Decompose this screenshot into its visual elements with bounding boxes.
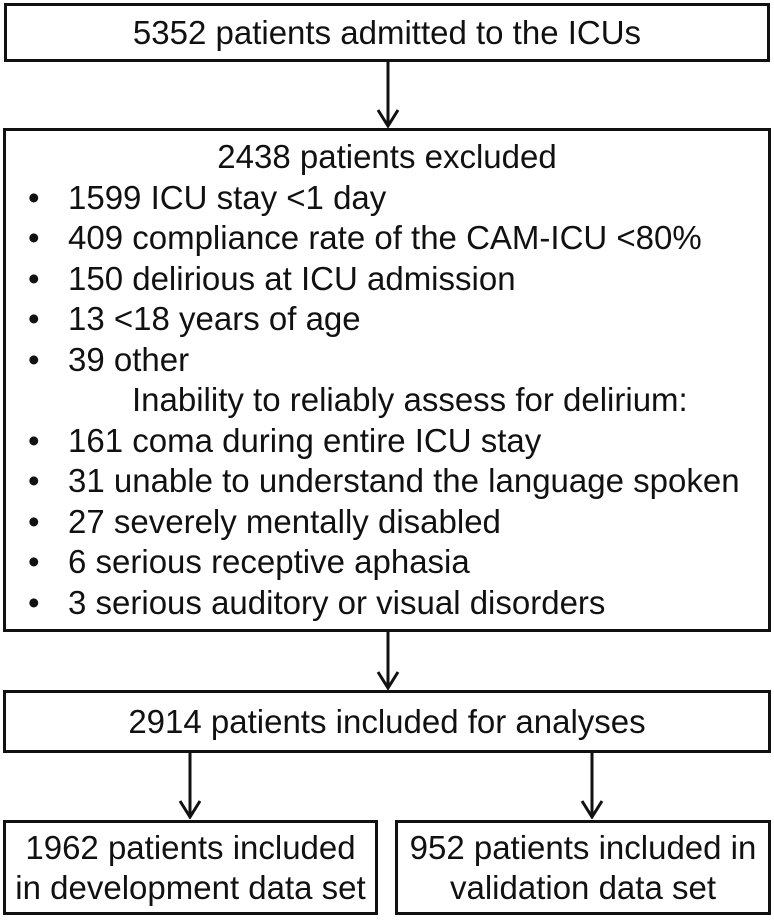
exclusion-bullet-row: • 39 other xyxy=(6,340,768,381)
validation-text-line2: validation data set xyxy=(449,868,716,906)
exclusion-item-text: 409 compliance rate of the CAM-ICU <80% xyxy=(68,219,702,256)
bullet-icon: • xyxy=(28,300,40,337)
exclusion-item-text: 27 severely mentally disabled xyxy=(68,502,501,540)
validation-text-line1: 952 patients included in xyxy=(409,828,757,866)
flow-box-admitted: 5352 patients admitted to the ICUs xyxy=(4,3,770,62)
bullet-icon: • xyxy=(28,462,40,499)
exclusion-subheading: Inability to reliably assess for deliriu… xyxy=(6,380,768,421)
exclusion-item-text: 6 serious receptive aphasia xyxy=(68,543,470,580)
flow-box-excluded: 2438 patients excluded • 1599 ICU stay <1… xyxy=(3,128,771,632)
exclusion-bullet-row: • 150 delirious at ICU admission xyxy=(6,259,768,300)
exclusion-bullet-row: • 409 compliance rate of the CAM-ICU <80% xyxy=(6,218,768,259)
bullet-icon: • xyxy=(28,259,40,297)
bullet-icon: • xyxy=(28,340,40,378)
admitted-text: 5352 patients admitted to the ICUs xyxy=(132,13,642,51)
exclusion-item-text: 31 unable to understand the language spo… xyxy=(68,462,740,499)
bullet-icon: • xyxy=(28,502,40,540)
exclusion-item-text: 3 serious auditory or visual disorders xyxy=(68,583,606,621)
bullet-icon: • xyxy=(28,421,40,459)
exclusion-bullet-row: • 6 serious receptive aphasia xyxy=(6,542,768,583)
exclusion-item-text: 1599 ICU stay <1 day xyxy=(68,178,387,216)
arrow-down-icon xyxy=(177,753,203,819)
exclusion-item-text: 150 delirious at ICU admission xyxy=(68,259,516,297)
bullet-icon: • xyxy=(28,178,40,216)
included-text: 2914 patients included for analyses xyxy=(128,702,646,740)
exclusion-item-text: Inability to reliably assess for deliriu… xyxy=(132,381,688,418)
exclusion-bullet-row: • 31 unable to understand the language sp… xyxy=(6,461,768,502)
bullet-icon: • xyxy=(28,219,40,256)
exclusion-bullet-row: • 1599 ICU stay <1 day xyxy=(6,178,768,219)
development-text-line1: 1962 patients included xyxy=(25,828,356,866)
bullet-icon: • xyxy=(28,583,40,621)
exclusion-bullet-row: • 161 coma during entire ICU stay xyxy=(6,421,768,462)
arrow-down-icon xyxy=(579,753,605,819)
flow-box-included: 2914 patients included for analyses xyxy=(3,690,771,753)
exclusion-bullet-row: • 3 serious auditory or visual disorders xyxy=(6,583,768,624)
flow-box-validation: 952 patients included in validation data… xyxy=(395,820,771,915)
arrow-down-icon xyxy=(375,62,401,128)
development-text-line2: in development data set xyxy=(15,868,366,906)
exclusion-item-text: 161 coma during entire ICU stay xyxy=(68,421,542,459)
exclusion-bullet-row: • 13 <18 years of age xyxy=(6,299,768,340)
exclusion-list: • 1599 ICU stay <1 day • 409 compliance rat… xyxy=(6,178,768,624)
arrow-down-icon xyxy=(375,632,401,690)
excluded-title: 2438 patients excluded xyxy=(217,138,557,175)
exclusion-bullet-row: • 27 severely mentally disabled xyxy=(6,502,768,543)
bullet-icon: • xyxy=(28,543,40,580)
flow-box-development: 1962 patients included in development da… xyxy=(3,820,378,915)
exclusion-item-text: 39 other xyxy=(68,340,190,378)
exclusion-item-text: 13 <18 years of age xyxy=(68,300,361,337)
